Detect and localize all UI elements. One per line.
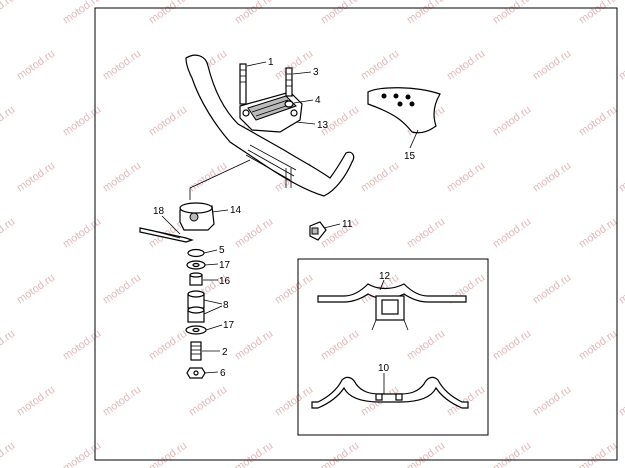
callout-12: 12	[379, 271, 391, 282]
clip-11	[309, 221, 327, 241]
callout-6: 6	[220, 368, 226, 379]
callout-17-lower: 17	[223, 320, 235, 331]
callout-1: 1	[268, 57, 274, 68]
callout-leaders	[161, 61, 419, 394]
bolt-2	[190, 341, 202, 361]
callout-8: 8	[223, 300, 229, 311]
callout-3: 3	[313, 67, 319, 78]
callout-16: 16	[219, 276, 231, 287]
callout-11: 11	[342, 219, 353, 230]
riser-shaft	[189, 159, 292, 200]
sleeve-16	[189, 272, 203, 286]
callout-2: 2	[222, 347, 228, 358]
handlebar-main	[185, 54, 355, 197]
washer-17-lower	[185, 325, 207, 335]
bushing-8-lower	[187, 306, 205, 323]
outer-frame	[94, 7, 618, 461]
bolt-1	[239, 63, 247, 105]
callout-18: 18	[153, 206, 165, 217]
riser-14	[179, 202, 215, 231]
callout-labels: 1 3 4 13 15 18 14 11 5 17 16 8 17 2 6 12…	[153, 57, 416, 379]
handlebar-12	[317, 283, 467, 331]
handlebar-10	[311, 376, 469, 409]
callout-14: 14	[230, 205, 242, 216]
bracket-15	[367, 87, 441, 134]
callout-13: 13	[317, 120, 329, 131]
cable-18	[139, 227, 194, 243]
washer-5	[187, 248, 205, 258]
callout-4: 4	[315, 95, 321, 106]
washer-17-upper	[186, 260, 206, 270]
inset-frame	[297, 258, 489, 436]
nut-6	[186, 367, 206, 379]
callout-15: 15	[404, 151, 416, 162]
callout-17-upper: 17	[219, 260, 231, 271]
bolt-3	[285, 67, 293, 97]
callout-5: 5	[219, 245, 225, 256]
washer-4	[284, 100, 294, 108]
bushing-8-upper	[187, 290, 205, 309]
callout-10: 10	[378, 363, 390, 374]
upper-clamp-13	[239, 91, 303, 133]
